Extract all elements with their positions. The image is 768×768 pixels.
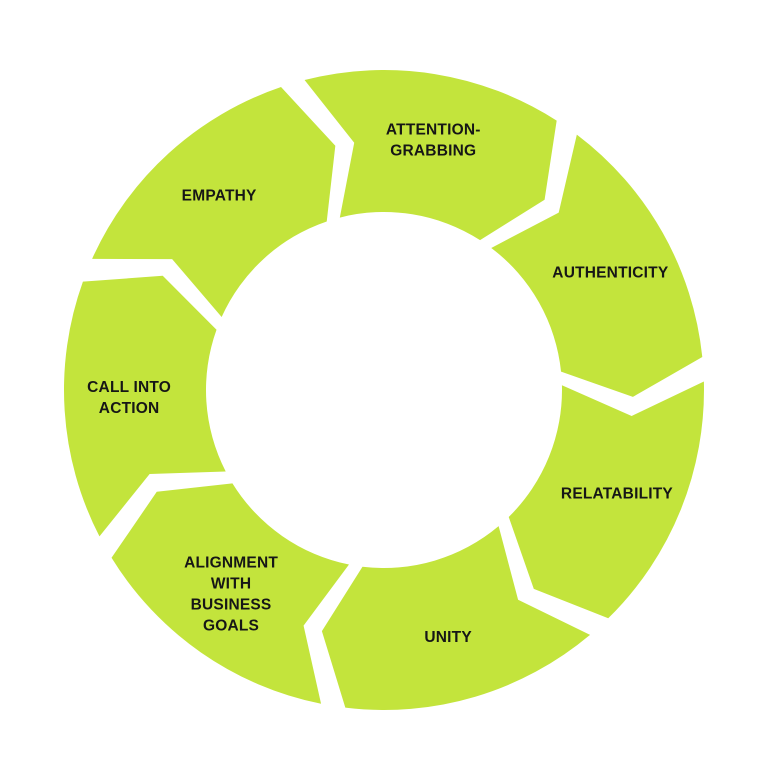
segment-label-line: ACTION [99,400,160,417]
cycle-segment [508,381,705,619]
cycle-segment [321,526,591,710]
segment-label-line: ATTENTION- [386,121,481,138]
segment-label-line: CALL INTO [87,379,171,396]
cycle-segment [64,275,226,537]
cycle-segment [491,134,703,397]
segment-label-line: BUSINESS [191,597,272,614]
segment-label: ALIGNMENT WITH BUSINESS GOALS [184,555,278,635]
segment-label: EMPATHY [182,187,257,204]
cycle-segment [92,87,336,318]
segment-label-line: GOALS [203,618,259,635]
segment-label-line: GRABBING [390,142,476,159]
segment-label-line: WITH [211,576,251,593]
segment-label: UNITY [424,629,472,646]
segment-label-line: RELATABILITY [561,486,673,503]
segment-label: ATTENTION- GRABBING [386,121,481,159]
segment-label: AUTHENTICITY [552,265,669,282]
segment-label-line: ALIGNMENT [184,555,278,572]
segment-label: RELATABILITY [561,486,673,503]
cycle-segment [111,483,349,704]
segment-label-line: UNITY [424,629,472,646]
segment-label: CALL INTO ACTION [87,379,171,417]
segment-label-line: AUTHENTICITY [552,265,669,282]
cycle-segment [304,69,557,241]
segment-label-line: EMPATHY [182,187,257,204]
